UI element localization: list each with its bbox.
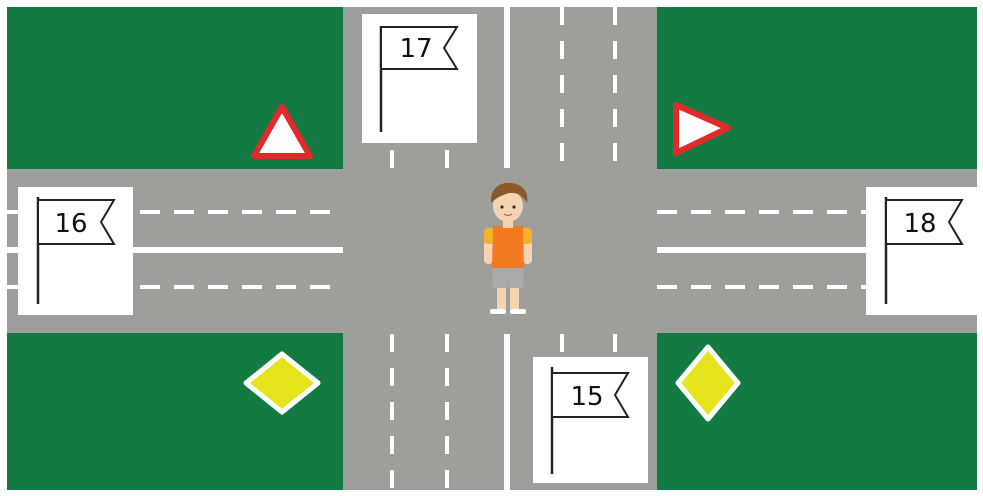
flag-16-marker[interactable]: 16	[18, 187, 133, 315]
flag-number: 15	[570, 382, 603, 412]
right-eye	[512, 205, 515, 208]
flag-number: 17	[399, 34, 432, 64]
left-shoe	[490, 309, 506, 314]
flag-15-marker[interactable]: 15	[533, 357, 648, 483]
flag-number: 18	[903, 209, 936, 239]
grass-top-right	[657, 7, 977, 169]
shirt	[492, 226, 524, 268]
right-shoe	[510, 309, 526, 314]
grass-bottom-left	[7, 333, 343, 490]
flag-number: 16	[54, 209, 87, 239]
left-eye	[500, 205, 503, 208]
flag-18-marker[interactable]: 18	[866, 187, 977, 315]
flag-17-marker[interactable]: 17	[362, 14, 477, 143]
